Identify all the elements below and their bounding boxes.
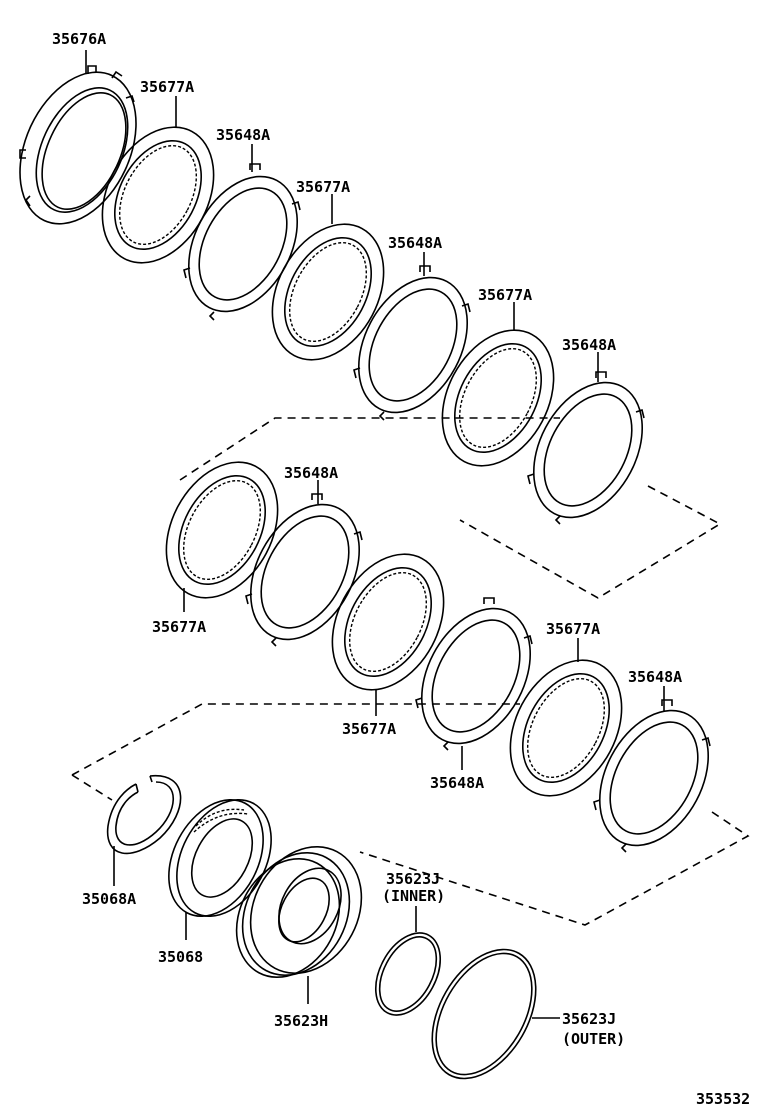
- label-p10: 35677A: [342, 720, 396, 738]
- plate-35648A-5: [415, 597, 533, 751]
- disc-35677A-4: [165, 461, 279, 599]
- label-p16: 35623H: [274, 1012, 328, 1030]
- disc-35677A-1: [101, 126, 215, 264]
- label-p15: 35068: [158, 948, 203, 966]
- label-p04: 35677A: [296, 178, 350, 196]
- plate-35648A-6: [593, 699, 711, 853]
- plate-35676A: [19, 65, 137, 225]
- group-box-lower: [71, 703, 750, 926]
- label-p06: 35677A: [478, 286, 532, 304]
- group-box-upper: [179, 417, 722, 599]
- disc-35677A-6: [509, 659, 623, 797]
- diagram-id: 353532: [696, 1090, 750, 1108]
- label-p18-note: (OUTER): [562, 1030, 625, 1048]
- label-p07: 35648A: [562, 336, 616, 354]
- label-p12: 35677A: [546, 620, 600, 638]
- disc-35677A-5: [331, 553, 445, 691]
- disc-35677A-2: [271, 223, 385, 361]
- label-p02: 35677A: [140, 78, 194, 96]
- plate-35648A-3: [527, 371, 645, 525]
- label-p11: 35648A: [430, 774, 484, 792]
- label-p18: 35623J: [562, 1010, 616, 1028]
- label-p14: 35068A: [82, 890, 136, 908]
- plate-35648A-2: [353, 265, 471, 421]
- piston-35623H: [235, 846, 363, 978]
- label-p09: 35648A: [284, 464, 338, 482]
- plate-35648A-4: [245, 493, 363, 647]
- disc-35677A-3: [441, 329, 555, 467]
- o-ring-35623J-outer: [431, 948, 537, 1080]
- label-p01: 35676A: [52, 30, 106, 48]
- label-p17: 35623J: [386, 870, 440, 888]
- label-p17-note: (INNER): [382, 887, 445, 905]
- label-p05: 35648A: [388, 234, 442, 252]
- label-p08: 35677A: [152, 618, 206, 636]
- o-ring-35623J-inner: [374, 932, 442, 1016]
- spring-retainer-35068: [168, 799, 272, 917]
- label-p03: 35648A: [216, 126, 270, 144]
- snap-ring-35068A: [106, 775, 182, 855]
- label-p13: 35648A: [628, 668, 682, 686]
